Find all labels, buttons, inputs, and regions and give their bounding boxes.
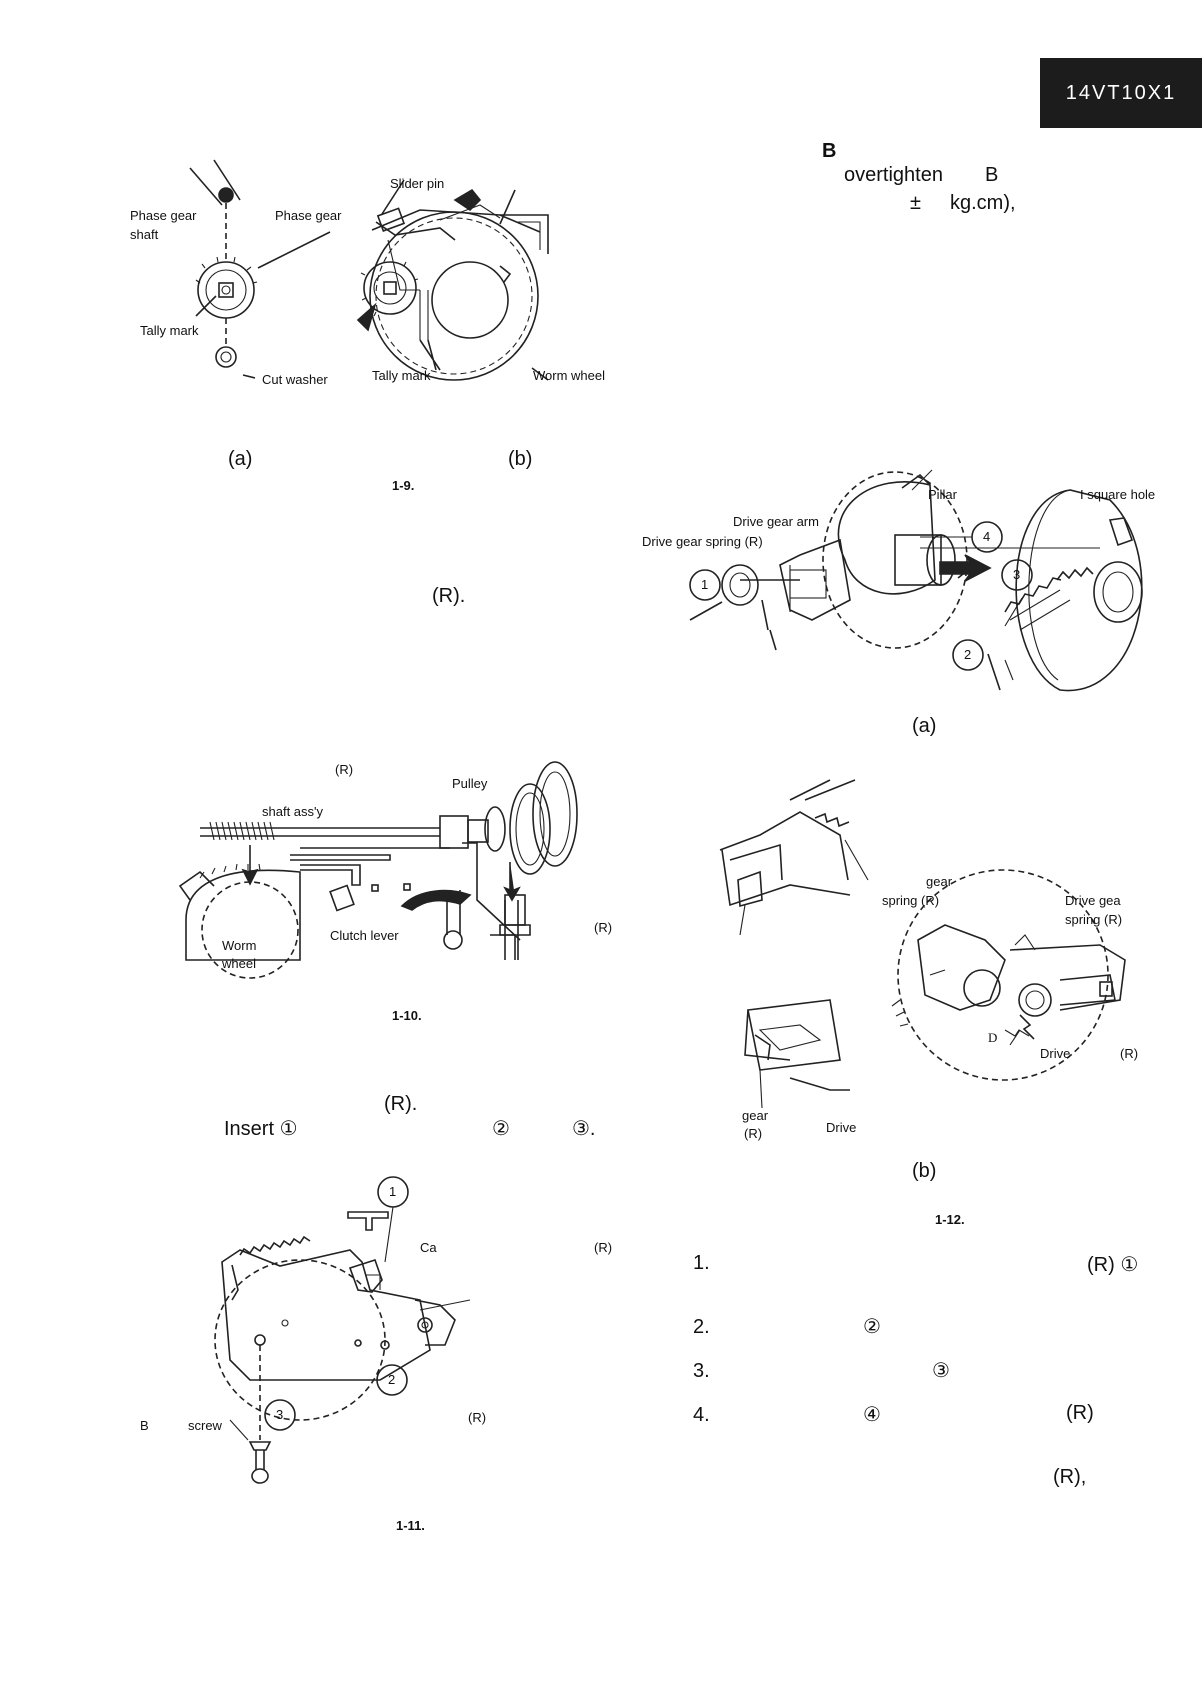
circle-num-1-b: 1	[389, 1184, 397, 1199]
label-shaft-assy: shaft ass'y	[262, 804, 324, 819]
circle-num-1: 1	[701, 577, 709, 592]
step-4-tail2: (R)	[1066, 1402, 1094, 1424]
circle-num-2: 2	[964, 647, 972, 662]
label-r-right: (R)	[594, 920, 613, 935]
label-slider-pin: Slider pin	[390, 176, 445, 191]
fig-1-9-caption: 1-9.	[392, 478, 415, 493]
fig-1-9-sub-a: (a)	[228, 448, 253, 470]
model-number: 14VT10X1	[1065, 81, 1177, 104]
text-overtighten: overtighten	[844, 164, 943, 186]
label-r-top: (R)	[335, 762, 354, 777]
label-clutch-lever: Clutch lever	[330, 928, 399, 943]
label-drive-gea: Drive gea	[1065, 893, 1121, 908]
label-cut-washer: Cut washer	[262, 372, 328, 387]
label-phase-gear: Phase gear	[275, 208, 342, 223]
text-insert-1: Insert ①	[224, 1118, 298, 1140]
model-number-tag: 14VT10X1	[1040, 58, 1202, 128]
text-instr-r: (R).	[384, 1093, 418, 1115]
label-tally-mark-b: Tally mark	[372, 368, 431, 383]
circle-num-2-b: 2	[388, 1372, 396, 1387]
fig-1-12-sub-a: (a)	[912, 715, 937, 737]
step-2-tail: ②	[863, 1316, 881, 1338]
circle-num-3: 3	[1013, 567, 1021, 582]
text-plus-minus: ±	[910, 192, 921, 214]
label-drive: Drive	[1040, 1046, 1071, 1061]
label-ca: Ca	[420, 1240, 437, 1255]
step-1-tail: (R) ①	[1087, 1254, 1139, 1276]
label-drive-gear-spring: Drive gear spring (R)	[642, 534, 763, 549]
label-d: D	[988, 1030, 998, 1045]
text-r-bottom: (R),	[1053, 1466, 1087, 1488]
fig-1-10-drawing	[178, 761, 578, 979]
label-spring-r: spring (R)	[882, 893, 940, 908]
fig-1-11-caption: 1-11.	[396, 1518, 425, 1533]
fig-1-12b-drawing	[719, 779, 1126, 1109]
text-r-mid: (R).	[432, 585, 466, 607]
label-spring-r-2: spring (R)	[1065, 912, 1123, 927]
label-r-11-1: (R)	[594, 1240, 613, 1255]
fig-1-9-sub-b: (b)	[508, 448, 533, 470]
text-kgcm: kg.cm),	[950, 192, 1016, 214]
label-drive-gear-arm: Drive gear arm	[733, 514, 819, 529]
label-worm-wheel: Worm wheel	[533, 368, 606, 383]
fig-1-9b-drawing	[356, 179, 549, 381]
fig-1-10-caption: 1-10.	[392, 1008, 422, 1023]
text-b-1: B	[822, 140, 837, 162]
label-gear: gear	[926, 874, 953, 889]
label-wheel: wheel	[222, 956, 256, 971]
step-4-num: 4.	[693, 1404, 710, 1426]
step-2-num: 2.	[693, 1316, 710, 1338]
label-r-b-2: (R)	[744, 1126, 763, 1141]
label-square-hole: I square hole	[1080, 487, 1156, 502]
step-4-tail: ④	[863, 1404, 881, 1426]
label-phase-gear-shaft: Phase gear	[130, 208, 197, 223]
label-phase-gear-shaft-2: shaft	[130, 227, 159, 242]
label-screw: screw	[188, 1418, 222, 1433]
circle-num-4: 4	[983, 529, 991, 544]
step-1-num: 1.	[693, 1252, 710, 1274]
step-3-tail: ③	[932, 1360, 950, 1382]
fig-1-12-caption: 1-12.	[935, 1212, 965, 1227]
text-b-2: B	[985, 164, 999, 186]
circle-num-3-b: 3	[276, 1407, 284, 1422]
fig-1-12-sub-b: (b)	[912, 1160, 937, 1182]
label-r-b: (R)	[1120, 1046, 1139, 1061]
label-b: B	[140, 1418, 149, 1433]
fig-1-9a-drawing	[189, 159, 331, 379]
label-drive-2: Drive	[826, 1120, 857, 1135]
label-pillar: Pillar	[928, 487, 957, 502]
label-worm: Worm	[222, 938, 257, 953]
fig-1-12a-drawing	[689, 469, 1143, 692]
label-pulley: Pulley	[452, 776, 488, 791]
label-tally-mark-a: Tally mark	[140, 323, 199, 338]
fig-1-11-drawing	[214, 1176, 471, 1484]
text-instr-3: ③.	[572, 1118, 596, 1140]
text-instr-2: ②	[492, 1118, 510, 1140]
label-r-11-2: (R)	[468, 1410, 487, 1425]
step-3-num: 3.	[693, 1360, 710, 1382]
label-gear-2: gear	[742, 1108, 769, 1123]
